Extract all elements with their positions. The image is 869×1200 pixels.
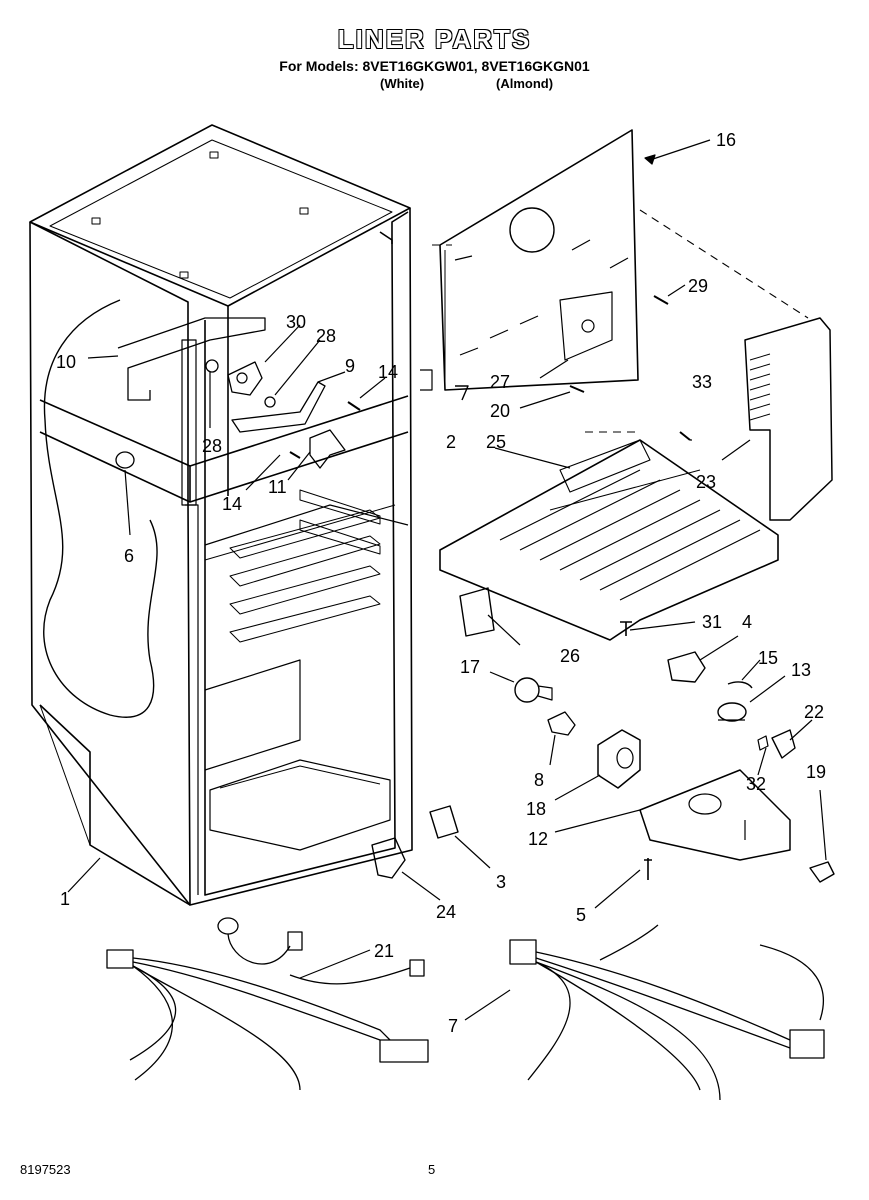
callout-20: 20 xyxy=(490,401,510,421)
screw-29 xyxy=(653,295,669,305)
callout-1: 1 xyxy=(60,889,70,909)
callout-14-lower: 14 xyxy=(222,494,242,514)
callout-31: 31 xyxy=(702,612,722,632)
document-number: 8197523 xyxy=(20,1162,71,1177)
connector-19 xyxy=(809,861,835,883)
thermostat-13 xyxy=(717,702,747,722)
callout-26: 26 xyxy=(560,646,580,666)
callout-13: 13 xyxy=(791,660,811,680)
callout-28-lower: 28 xyxy=(202,436,222,456)
callout-23: 23 xyxy=(696,472,716,492)
cold-control-30 xyxy=(227,361,263,396)
callout-28-upper: 28 xyxy=(316,326,336,346)
model-numbers: For Models: 8VET16GKGW01, 8VET16GKGN01 xyxy=(279,58,590,74)
screw-5 xyxy=(644,858,652,880)
bulb-17 xyxy=(514,677,553,703)
page-title: LINER PARTS xyxy=(337,24,532,54)
connector-3 xyxy=(429,805,459,839)
knob-28 xyxy=(205,359,276,408)
callout-3: 3 xyxy=(496,872,506,892)
callout-7: 7 xyxy=(448,1016,458,1036)
housing-12 xyxy=(639,769,791,861)
callout-25: 25 xyxy=(486,432,506,452)
clip-2 xyxy=(455,385,469,401)
callout-9: 9 xyxy=(345,356,355,376)
callout-24: 24 xyxy=(436,902,456,922)
callout-33: 33 xyxy=(692,372,712,392)
rear-panel-16 xyxy=(420,129,639,391)
clip-15 xyxy=(727,681,753,689)
socket-8 xyxy=(547,711,576,736)
callout-27: 27 xyxy=(490,372,510,392)
callout-11: 11 xyxy=(268,477,287,497)
callout-21: 21 xyxy=(374,941,394,961)
callout-17: 17 xyxy=(460,657,480,677)
fan-bracket-9 xyxy=(231,381,326,433)
screw-33 xyxy=(679,431,691,441)
wire-harness-7 xyxy=(509,924,825,1101)
callout-14-upper: 14 xyxy=(378,362,398,382)
callout-10: 10 xyxy=(56,352,76,372)
leader-lines xyxy=(67,139,827,1021)
screw-31 xyxy=(620,621,632,636)
connector-24 xyxy=(371,837,406,879)
callout-labels: 1 2 3 4 5 6 7 8 9 10 11 12 13 14 14 15 1… xyxy=(56,130,826,1036)
screw-14 xyxy=(289,401,361,459)
callout-32: 32 xyxy=(746,774,766,794)
callout-5: 5 xyxy=(576,905,586,925)
plug-6 xyxy=(115,451,135,469)
switch-4 xyxy=(667,651,706,683)
callout-15: 15 xyxy=(758,648,778,668)
callout-30: 30 xyxy=(286,312,306,332)
callout-29: 29 xyxy=(688,276,708,296)
callout-6: 6 xyxy=(124,546,134,566)
shelf-frame-25 xyxy=(439,439,779,641)
callout-4: 4 xyxy=(742,612,752,632)
callout-19: 19 xyxy=(806,762,826,782)
liner-cabinet xyxy=(29,124,413,906)
callout-16: 16 xyxy=(716,130,736,150)
control-knob-22 xyxy=(771,729,796,759)
light-shield-18 xyxy=(597,729,641,789)
callout-8: 8 xyxy=(534,770,544,790)
damper-26 xyxy=(459,587,495,637)
color-white-label: (White) xyxy=(380,76,425,91)
color-almond-label: (Almond) xyxy=(496,76,554,91)
callout-22: 22 xyxy=(804,702,824,722)
callout-2: 2 xyxy=(446,432,456,452)
air-duct-23 xyxy=(744,317,833,521)
bracket-32 xyxy=(757,735,769,751)
alignment-lines xyxy=(432,209,809,433)
callout-12: 12 xyxy=(528,829,548,849)
page-number: 5 xyxy=(428,1162,436,1177)
fan-blade-11 xyxy=(309,429,346,469)
callout-18: 18 xyxy=(526,799,546,819)
wire-harness-21 xyxy=(106,917,429,1091)
bracket-10 xyxy=(117,317,266,401)
screw-20 xyxy=(569,385,585,393)
